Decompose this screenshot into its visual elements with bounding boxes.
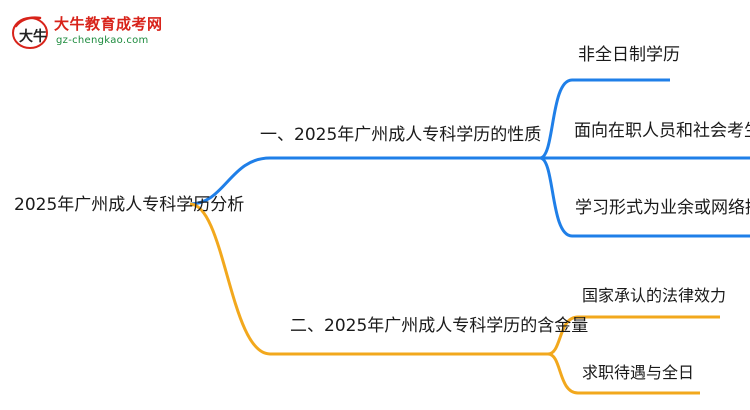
- connector-branch1-leaf1: [539, 78, 670, 160]
- brand-logo: 大牛 大牛教育成考网 gz-chengkao.com: [10, 10, 163, 54]
- leaf-node-study-form: 学习形式为业余或网络授课: [575, 198, 750, 218]
- connector-root-branch2: [189, 202, 548, 356]
- connector-branch2-leaf1: [547, 315, 720, 356]
- leaf-node-legal-validity: 国家承认的法律效力: [582, 286, 727, 305]
- connector-root-branch1: [189, 156, 540, 206]
- connector-branch1-leaf3: [539, 156, 750, 238]
- brand-name: 大牛教育成考网: [54, 15, 163, 33]
- leaf-node-job-treatment: 求职待遇与全日: [582, 363, 695, 382]
- leaf-node-audience: 面向在职人员和社会考生: [574, 121, 750, 141]
- brand-url: gz-chengkao.com: [56, 35, 149, 46]
- connector-branch2-leaf2: [547, 352, 700, 395]
- branch-node-value: 二、2025年广州成人专科学历的含金量: [290, 316, 589, 336]
- leaf-node-part-time: 非全日制学历: [578, 45, 680, 65]
- branch-node-nature: 一、2025年广州成人专科学历的性质: [260, 125, 542, 145]
- bull-logo-icon: 大牛: [12, 16, 48, 49]
- logo-glyph: 大牛: [19, 28, 47, 45]
- root-node: 2025年广州成人专科学历分析: [14, 195, 245, 215]
